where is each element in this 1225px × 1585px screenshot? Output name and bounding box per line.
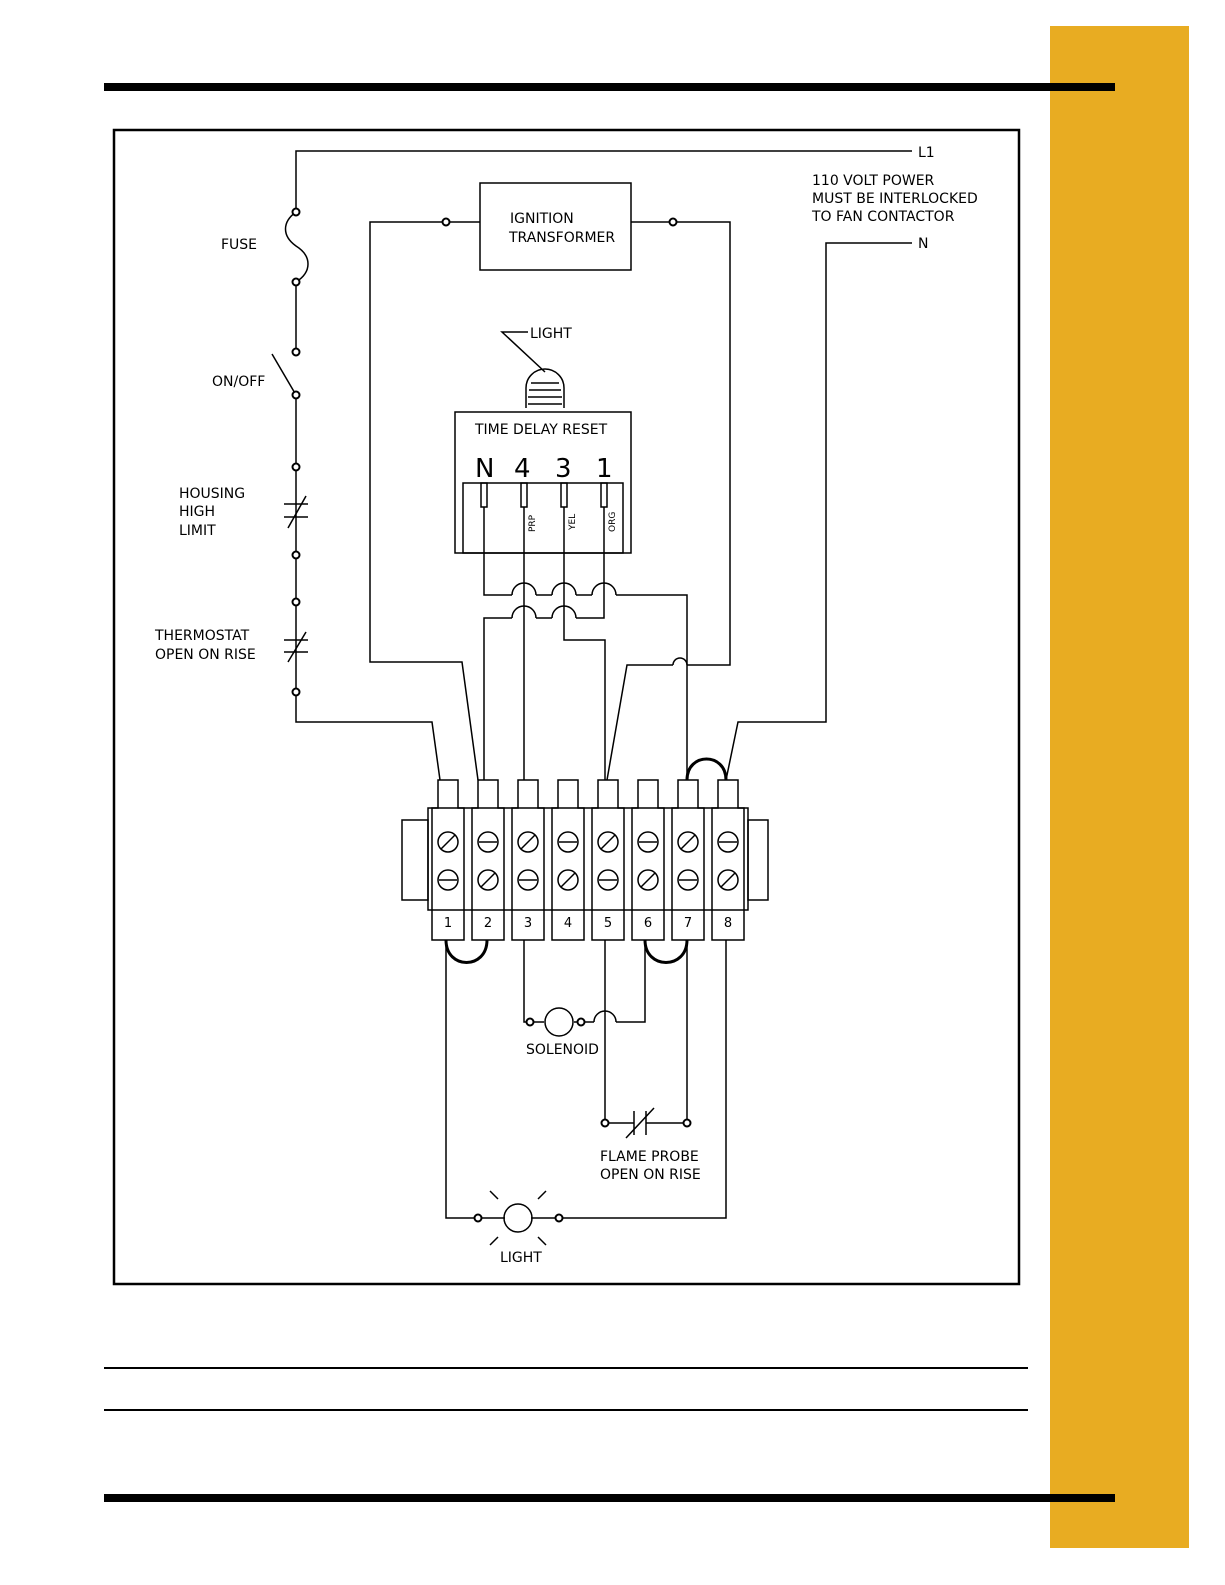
housing-high-limit-line-2: HIGH bbox=[179, 504, 215, 520]
relay-terminal-3: 3 bbox=[555, 454, 572, 484]
solenoid-label: SOLENOID bbox=[526, 1042, 599, 1058]
terminal-7: 7 bbox=[672, 780, 704, 940]
relay-terminal-1: 1 bbox=[596, 454, 613, 484]
bottom-light-label: LIGHT bbox=[500, 1250, 542, 1266]
thermostat-line-1: THERMOSTAT bbox=[154, 628, 250, 644]
wire-color-yel: YEL bbox=[568, 514, 578, 531]
relay-wiring bbox=[484, 507, 687, 780]
terminal-jumpers bbox=[446, 759, 726, 963]
on-off-label: ON/OFF bbox=[212, 374, 265, 390]
terminal-number-label: 3 bbox=[524, 916, 532, 931]
terminal-6: 6 bbox=[632, 780, 664, 940]
ignition-transformer-wires bbox=[370, 222, 730, 780]
ignition-transformer-line-1: IGNITION bbox=[510, 211, 574, 227]
terminal-1: 1 bbox=[432, 780, 464, 940]
terminal-strip bbox=[402, 808, 768, 910]
thermostat-line-2: OPEN ON RISE bbox=[155, 647, 256, 663]
flame-probe-line-2: OPEN ON RISE bbox=[600, 1167, 701, 1183]
terminal-5: 5 bbox=[592, 780, 624, 940]
terminal-number-label: 2 bbox=[484, 916, 492, 931]
power-note-line-3: TO FAN CONTACTOR bbox=[811, 209, 955, 225]
relay-indicator-light bbox=[502, 332, 564, 408]
solenoid-coil bbox=[545, 1008, 573, 1036]
power-note-line-2: MUST BE INTERLOCKED bbox=[812, 191, 978, 207]
on-off-switch-blade bbox=[272, 354, 296, 395]
time-delay-reset-label: TIME DELAY RESET bbox=[474, 422, 608, 438]
diagram-frame bbox=[114, 130, 1019, 1284]
housing-high-limit-line-3: LIMIT bbox=[179, 523, 216, 539]
bottom-wiring bbox=[446, 940, 726, 1232]
wire-color-prp: PRP bbox=[528, 514, 538, 532]
housing-high-limit-line-1: HOUSING bbox=[179, 486, 245, 502]
terminal-2: 2 bbox=[472, 780, 504, 940]
terminal-3: 3 bbox=[512, 780, 544, 940]
relay-light-label: LIGHT bbox=[530, 326, 572, 342]
terminal-number-label: 8 bbox=[724, 916, 732, 931]
terminal-number-label: 5 bbox=[604, 916, 612, 931]
terminal-number-label: 1 bbox=[444, 916, 452, 931]
relay-terminal-4: 4 bbox=[514, 454, 531, 484]
fuse-label: FUSE bbox=[221, 237, 257, 253]
terminal-number-label: 7 bbox=[684, 916, 692, 931]
terminal-8: 8 bbox=[712, 780, 744, 940]
flame-probe-line-1: FLAME PROBE bbox=[600, 1149, 699, 1165]
neutral-label: N bbox=[918, 236, 928, 252]
terminal-number-label: 6 bbox=[644, 916, 652, 931]
bottom-light-bulb bbox=[504, 1204, 532, 1232]
relay-terminal-n: N bbox=[475, 454, 494, 484]
ignition-transformer-line-2: TRANSFORMER bbox=[508, 230, 615, 246]
relay-pins bbox=[481, 483, 607, 507]
wire-color-org: ORG bbox=[608, 512, 618, 532]
power-note-line-1: 110 VOLT POWER bbox=[812, 173, 935, 189]
neutral-wire bbox=[726, 243, 912, 780]
terminal-blocks: 1 2 3 4 5 6 7 8 bbox=[432, 780, 744, 940]
l1-label: L1 bbox=[918, 145, 935, 161]
terminal-4: 4 bbox=[552, 780, 584, 940]
terminal-number-label: 4 bbox=[564, 916, 572, 931]
